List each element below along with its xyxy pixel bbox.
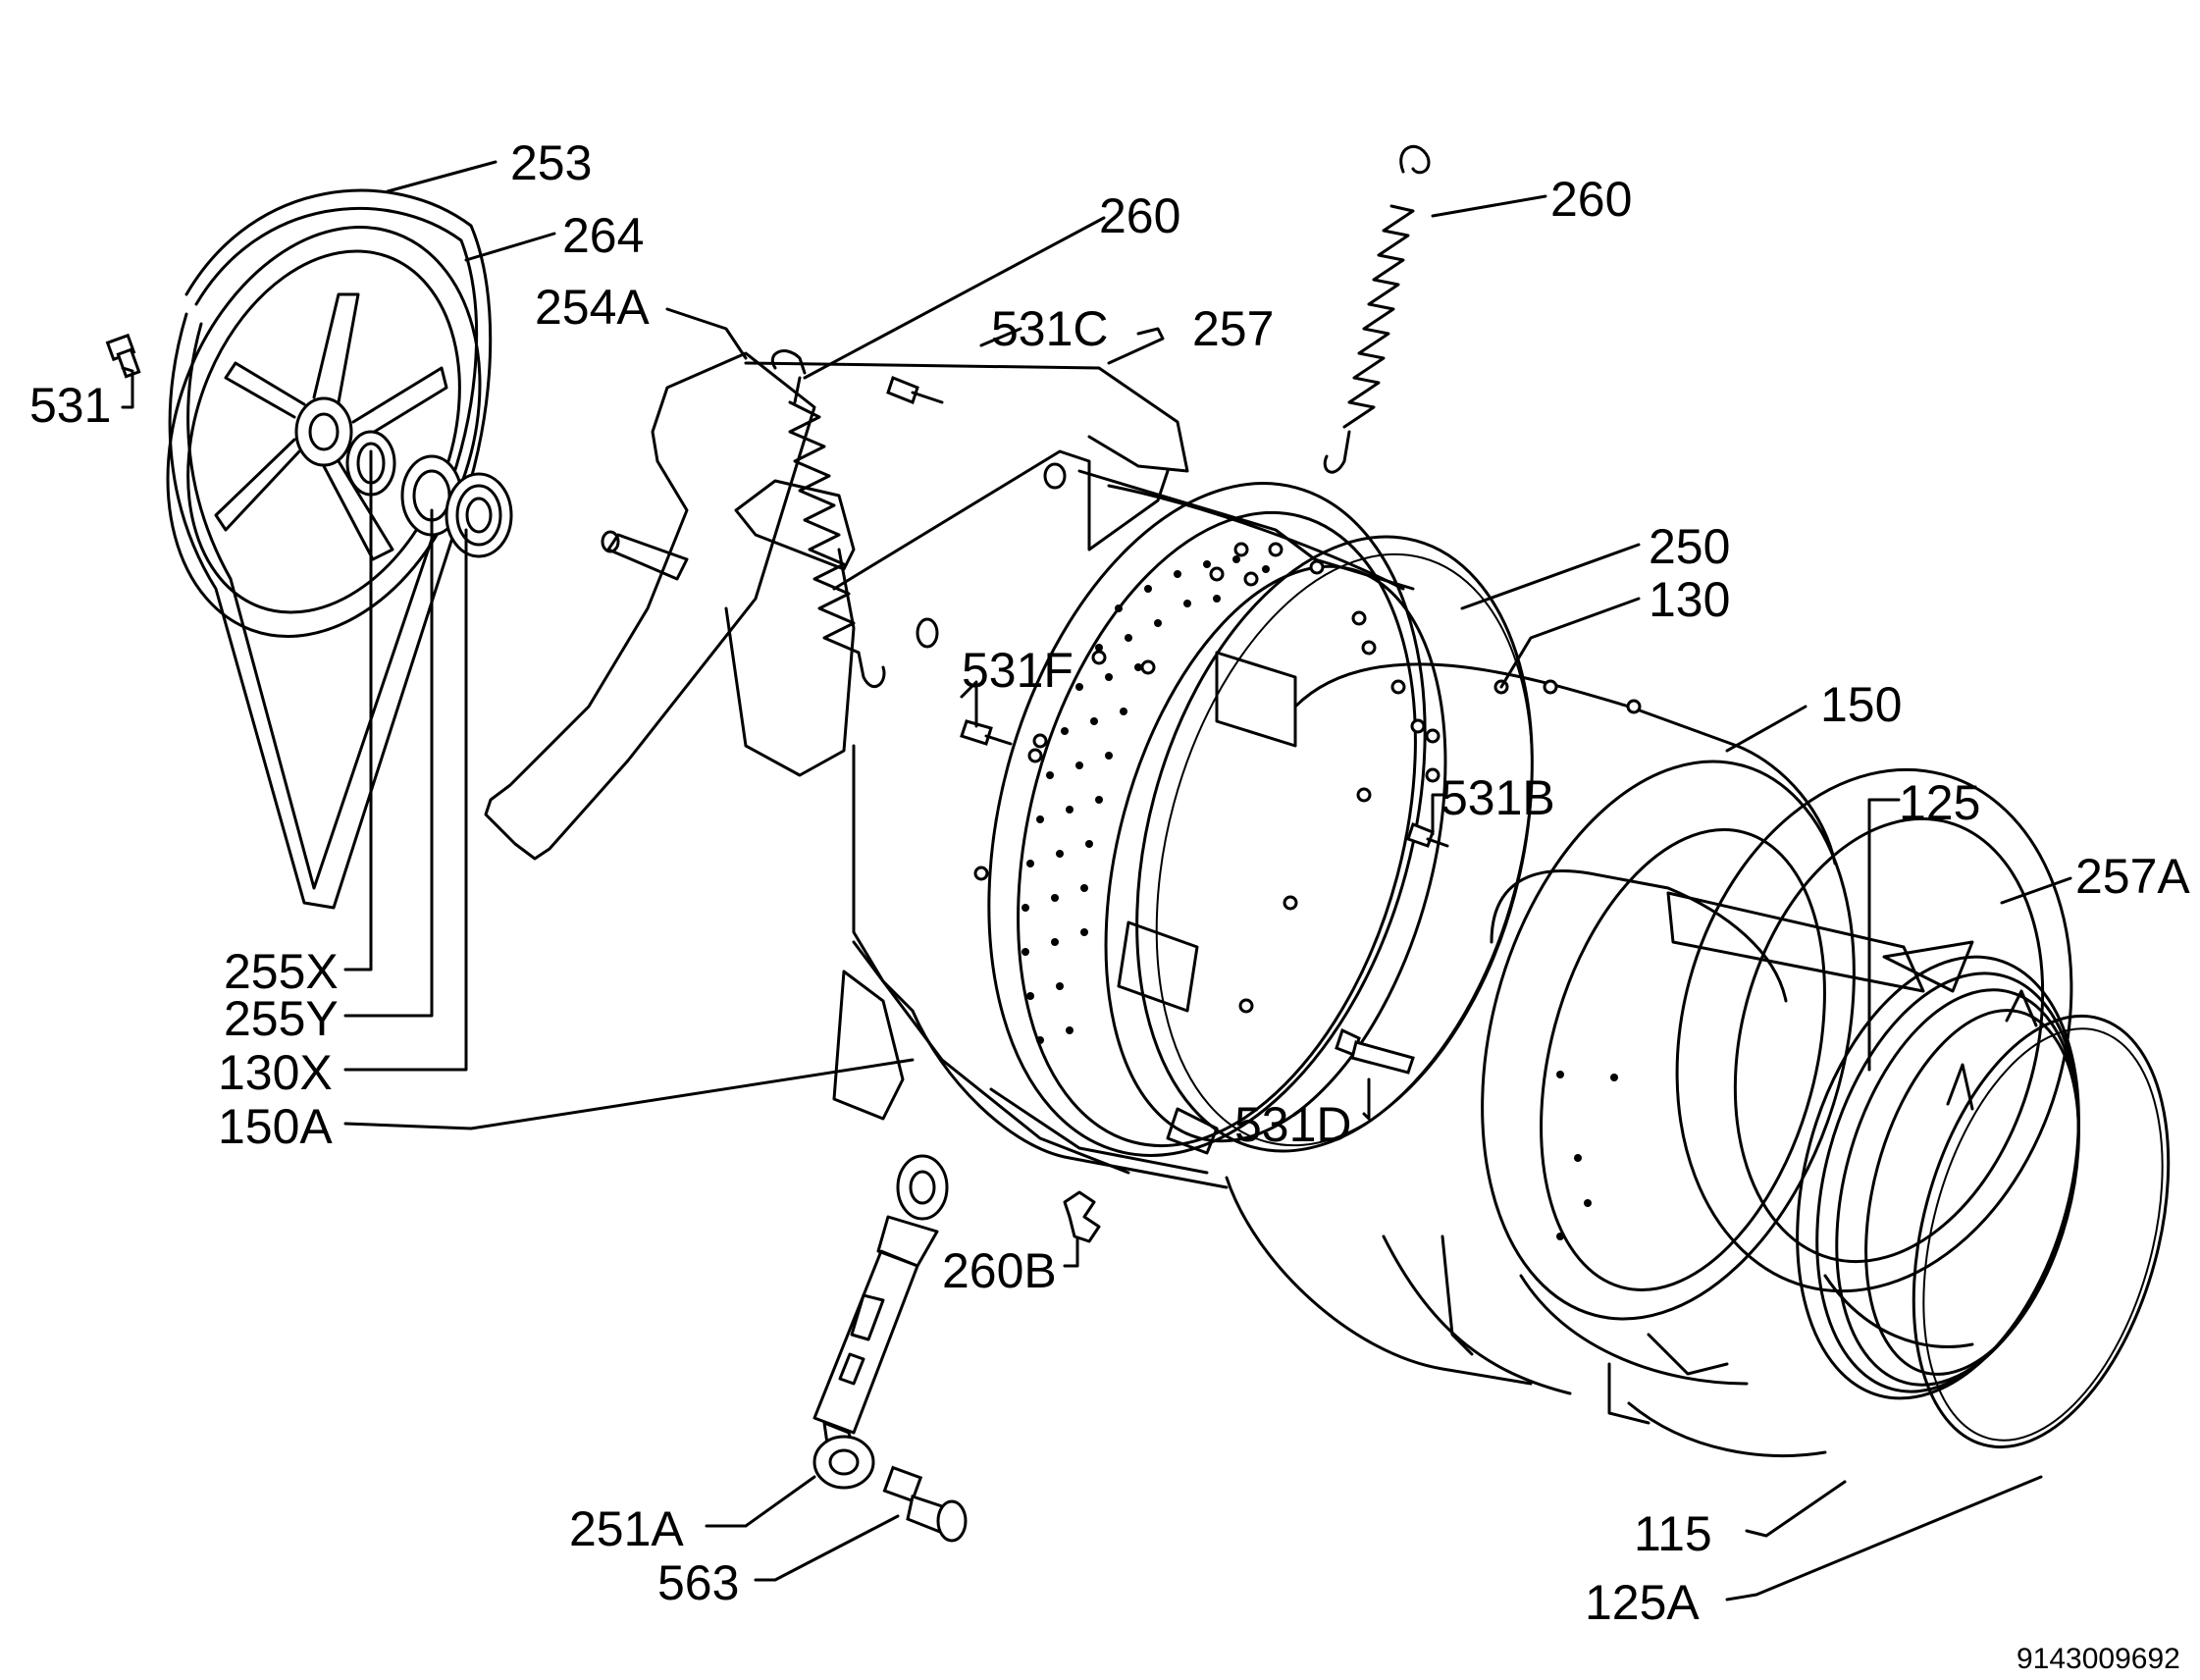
rear-tub-257 [484,351,1415,1189]
leader-lines [121,160,2072,1601]
label-250: 250 [1649,519,1730,574]
label-257: 257 [1192,301,1274,356]
front-tub-150 [973,542,1856,1457]
label-264: 264 [562,208,644,263]
document-code: 9143009692 [2017,1643,2180,1675]
drum-250 [987,482,1447,1175]
label-260-right: 260 [1550,172,1632,227]
label-255Y: 255Y [224,991,339,1046]
clamp-ring-125A [1912,1014,2171,1449]
label-563: 563 [657,1555,739,1610]
label-531B: 531B [1440,770,1555,825]
label-125: 125 [1899,775,1980,830]
label-254A: 254A [535,280,650,335]
spring-260-right [1323,144,1431,474]
label-255X: 255X [224,944,339,999]
label-531F: 531F [962,643,1074,698]
label-260-left: 260 [1099,188,1180,243]
label-125A: 125A [1585,1575,1700,1630]
label-531D: 531D [1234,1097,1352,1152]
label-150A: 150A [218,1099,333,1154]
label-531C: 531C [991,301,1109,356]
label-253: 253 [510,135,592,190]
part-labels: 253 264 531 254A 260 531C 257 260 250 13… [29,135,2190,1630]
label-130: 130 [1649,572,1730,627]
label-257A: 257A [2075,849,2190,904]
label-150: 150 [1820,677,1902,732]
label-531: 531 [29,378,111,433]
spring-260-left [771,349,886,689]
screws [886,376,1449,1075]
pin-563 [882,1465,968,1543]
clip-260B [1063,1190,1101,1243]
drum-perforations [1021,555,1270,1044]
door-gasket-115 [1796,955,2080,1400]
label-130X: 130X [218,1045,333,1100]
tub-seal-130 [1135,535,1534,1153]
screw-531 [105,333,141,379]
shock-absorber-251A [812,1154,949,1490]
label-260B: 260B [942,1243,1057,1298]
label-251A: 251A [569,1501,684,1556]
label-115: 115 [1634,1506,1712,1561]
